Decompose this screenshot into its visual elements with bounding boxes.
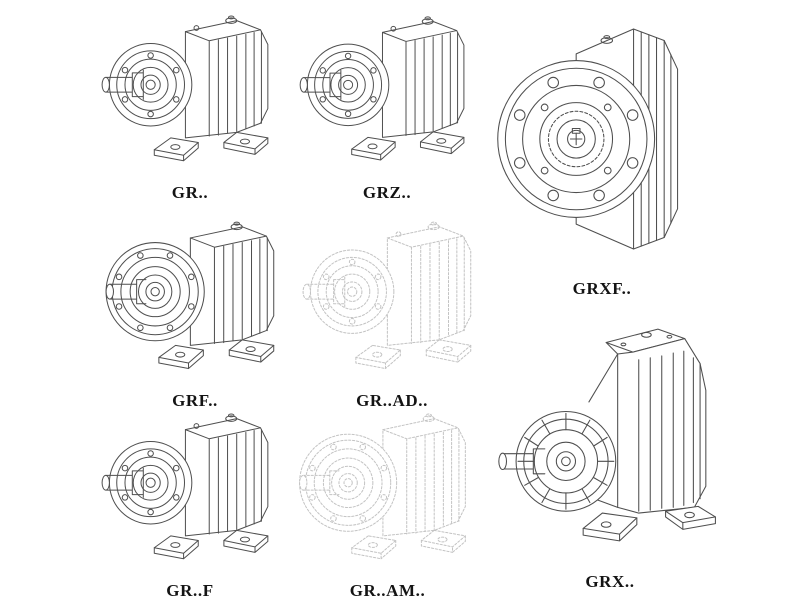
gearbox-figure-grxf: GRXF..	[492, 2, 712, 302]
gearbox-figure-grz: GRZ..	[292, 6, 482, 206]
grx-gearbox-drawing	[495, 300, 725, 569]
gearbox-figure-gr: GR..	[90, 6, 290, 206]
gr-am-gearbox-ghost-drawing	[290, 404, 485, 578]
grz-gearbox-drawing	[292, 6, 482, 180]
model-label-gr: GR..	[171, 183, 209, 202]
grxf-gearbox-drawing	[492, 2, 712, 276]
model-label-grf: GRF..	[172, 391, 218, 410]
model-label-grxf: GRXF..	[572, 279, 632, 298]
model-label-grx: GRX..	[585, 572, 635, 591]
gearbox-figure-gr-f: GR..F	[90, 404, 290, 604]
grf-gearbox-drawing	[95, 212, 295, 388]
model-label-gr-f: GR..F	[166, 581, 214, 600]
model-label-gr-ad: GR..AD..	[356, 391, 428, 410]
gr-f-gearbox-drawing	[90, 404, 290, 578]
gearbox-figure-gr-am: GR..AM..	[290, 404, 485, 604]
gr-ad-gearbox-ghost-drawing	[292, 212, 492, 388]
gearbox-figure-grx: GRX..	[495, 300, 725, 595]
gr-gearbox-drawing	[90, 6, 290, 180]
model-label-gr-am: GR..AM..	[349, 581, 426, 600]
model-label-grz: GRZ..	[362, 183, 412, 202]
gearbox-figure-grf: GRF..	[95, 212, 295, 414]
gearbox-figure-gr-ad: GR..AD..	[292, 212, 492, 414]
